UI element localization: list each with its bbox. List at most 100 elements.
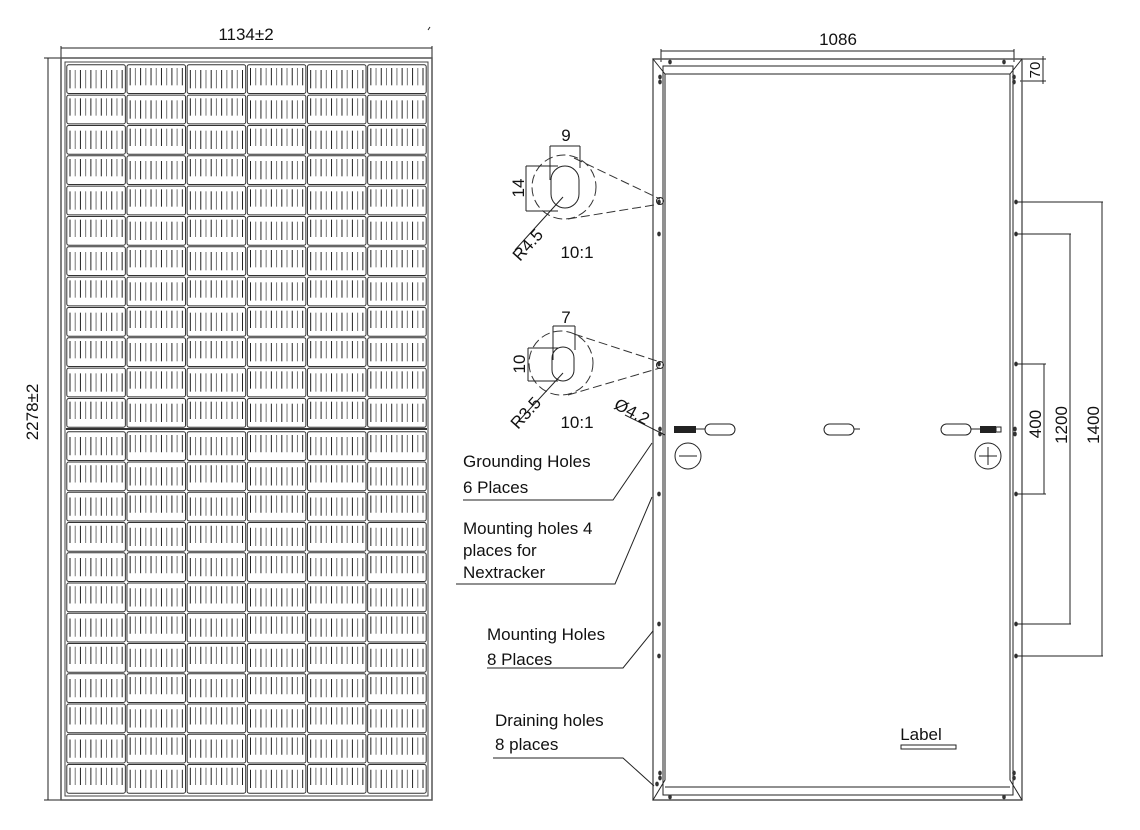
solar-cell xyxy=(126,582,187,613)
solar-cell xyxy=(66,185,126,216)
solar-cell xyxy=(306,94,367,125)
spacing-400-label: 400 xyxy=(1026,410,1045,438)
solar-cell xyxy=(126,155,187,186)
nextracker-label-line1: Mounting holes 4 xyxy=(463,519,592,538)
slot-large-height: 14 xyxy=(509,179,528,198)
solar-cell xyxy=(367,491,427,522)
draining-hole xyxy=(658,775,662,781)
solar-cell xyxy=(306,764,367,794)
solar-cell xyxy=(246,306,307,337)
front-width-dimension: 1134±2 xyxy=(60,25,433,60)
detail-slot-large: 9 14 R4.5 10:1 xyxy=(509,126,664,265)
solar-cell xyxy=(186,673,247,703)
grounding-label-line1: Grounding Holes xyxy=(463,452,591,471)
solar-cell xyxy=(66,431,126,461)
solar-cell xyxy=(66,643,126,673)
solar-cell xyxy=(126,733,187,764)
positive-connector xyxy=(940,423,1002,436)
solar-cell xyxy=(306,491,367,522)
solar-cell xyxy=(126,552,187,582)
solar-cell xyxy=(367,703,427,734)
grounding-hole xyxy=(1013,431,1017,437)
draining-hole xyxy=(655,781,659,787)
solar-cell xyxy=(66,246,126,277)
solar-cell xyxy=(246,764,307,794)
solar-cell xyxy=(186,367,247,398)
front-height-label: 2278±2 xyxy=(23,384,42,441)
solar-cell xyxy=(186,397,247,428)
front-width-label: 1134±2 xyxy=(218,25,273,44)
slot-small-scale: 10:1 xyxy=(560,413,593,432)
mounting-hole xyxy=(657,491,661,497)
solar-cell xyxy=(186,337,247,368)
spacing-1200-label: 1200 xyxy=(1052,406,1071,444)
callout-grounding-holes: Grounding Holes 6 Places xyxy=(463,442,653,501)
solar-cell xyxy=(367,461,427,492)
slot-large-scale: 10:1 xyxy=(560,243,593,262)
solar-cell xyxy=(186,64,247,95)
solar-cell xyxy=(246,337,307,368)
solar-cell xyxy=(367,185,427,216)
spacing-dimension-1400: 1400 xyxy=(1015,201,1103,657)
solar-cell xyxy=(126,215,187,246)
solar-cell xyxy=(66,367,126,398)
corner-dimension: 70 xyxy=(1020,56,1046,84)
mounting-label-line1: Mounting Holes xyxy=(487,625,605,644)
solar-cell xyxy=(246,124,307,155)
rear-frame-outer xyxy=(652,58,1023,801)
solar-cell xyxy=(186,246,247,277)
solar-cell xyxy=(367,124,427,155)
solar-cell xyxy=(186,491,247,522)
mounting-hole xyxy=(657,361,661,367)
solar-cell xyxy=(306,612,367,643)
rear-width-dimension: 1086 xyxy=(660,30,1015,62)
solar-cell xyxy=(66,337,126,368)
solar-cell xyxy=(367,643,427,673)
draining-hole xyxy=(1002,59,1006,65)
solar-cell xyxy=(306,124,367,155)
solar-cell xyxy=(126,276,187,307)
solar-cell xyxy=(126,306,187,337)
solar-cell xyxy=(306,185,367,216)
solar-cell xyxy=(126,185,187,216)
slot-small-width: 7 xyxy=(561,308,570,327)
mounting-hole xyxy=(657,621,661,627)
draining-hole xyxy=(658,74,662,80)
solar-cell xyxy=(306,397,367,428)
solar-cell xyxy=(306,246,367,277)
solar-cell xyxy=(66,306,126,337)
spacing-dimension-400: 400 xyxy=(1015,363,1046,495)
hole-diameter-label: Ø4.2 xyxy=(611,395,652,429)
solar-cell xyxy=(66,522,126,552)
solar-cell xyxy=(367,64,427,95)
solar-cell xyxy=(186,185,247,216)
solar-cell xyxy=(306,522,367,552)
solar-cell xyxy=(186,155,247,186)
solar-cell xyxy=(367,276,427,307)
solar-cell xyxy=(306,64,367,95)
rear-frame-rail xyxy=(652,58,1023,801)
solar-cell xyxy=(66,612,126,643)
solar-cell xyxy=(246,552,307,582)
grounding-label-line2: 6 Places xyxy=(463,478,528,497)
solar-cell xyxy=(66,552,126,582)
solar-cell xyxy=(126,522,187,552)
nextracker-label-line2: places for xyxy=(463,541,537,560)
solar-cell xyxy=(246,431,307,461)
solar-cell xyxy=(367,733,427,764)
solar-cell xyxy=(126,64,187,95)
positive-polarity-icon xyxy=(974,442,1002,470)
solar-cell xyxy=(306,703,367,734)
solar-cell xyxy=(126,703,187,734)
solar-cell xyxy=(367,246,427,277)
nextracker-label-line3: Nextracker xyxy=(463,563,546,582)
solar-cell xyxy=(126,461,187,492)
solar-cell xyxy=(186,215,247,246)
solar-cell xyxy=(367,612,427,643)
solar-cell-grid xyxy=(66,64,427,794)
grounding-hole xyxy=(658,426,662,432)
solar-cell xyxy=(126,643,187,673)
solar-cell xyxy=(306,215,367,246)
solar-cell xyxy=(246,522,307,552)
rear-frame-inner xyxy=(662,65,1014,796)
